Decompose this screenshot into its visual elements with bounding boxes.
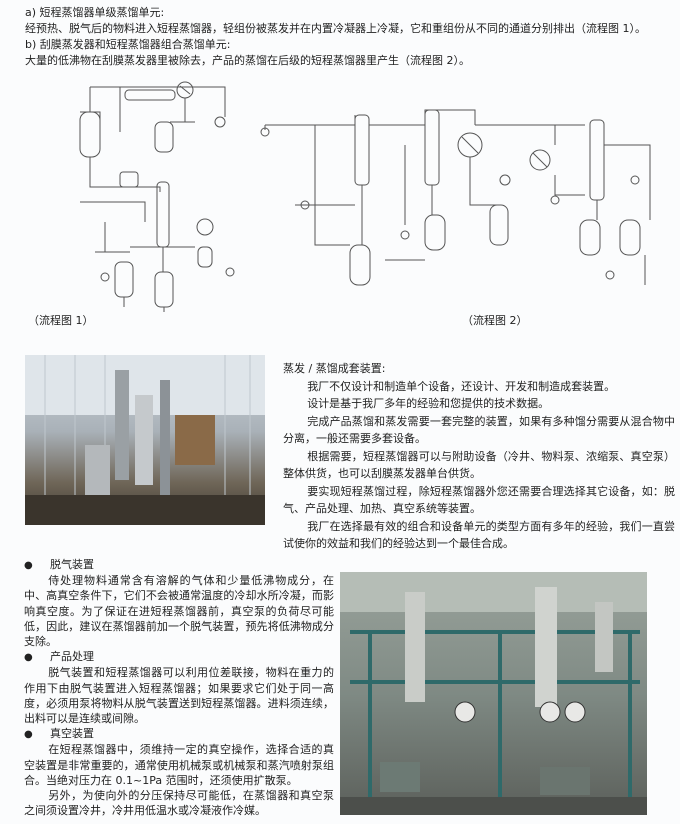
flow-diagram-1 xyxy=(79,81,235,312)
equipment-sections: 脱气装置 侍处理物料通常含有溶解的气体和少量低沸物成分，在中、高真空条件下，它们… xyxy=(24,557,334,818)
section-a-title: a) 短程蒸馏器单级蒸馏单元: xyxy=(25,6,165,19)
section-b-text: 大量的低沸物在刮膜蒸发器里被除去，产品的蒸馏在后级的短程蒸馏器里产生（流程图 2… xyxy=(25,54,470,67)
paragraph: 脱气装置和短程蒸馏器可以利用位差联接，物料在重力的作用下由脱气装置进入短程蒸馏器… xyxy=(24,666,334,726)
paragraph: 我厂不仅设计和制造单个设备，还设计、开发和制造成套装置。 xyxy=(307,379,616,393)
plant-photo-indoor xyxy=(25,355,265,525)
complete-set-title: 蒸发 / 蒸馏成套装置: xyxy=(283,362,386,375)
paragraph: 在短程蒸馏器中，须维持一定的真空操作，选择合适的真空装置是非常重要的，通常使用机… xyxy=(24,743,334,787)
section-b-title: b) 刮膜蒸发器和短程蒸馏器组合蒸馏单元: xyxy=(25,38,231,51)
degassing-title: 脱气装置 xyxy=(24,557,334,573)
caption-flow-1: （流程图 1） xyxy=(28,314,94,327)
section-a-text: 经预热、脱气后的物料进入短程蒸馏器，轻组份被蒸发并在内置冷凝器上冷凝，它和重组份… xyxy=(25,22,646,35)
paragraph: 完成产品蒸馏和蒸发需要一套完整的装置，如果有多种馏分需要从混合物中分离，一般还需… xyxy=(283,414,675,446)
paragraph: 要实现短程蒸馏过程，除短程蒸馏器外您还需要合理选择其它设备，如：脱气、产品处理、… xyxy=(283,484,675,516)
vacuum-title: 真空装置 xyxy=(24,726,334,742)
plant-photo-skid xyxy=(340,572,647,815)
product-treatment-title: 产品处理 xyxy=(24,649,334,665)
paragraph: 我厂在选择最有效的组合和设备单元的类型方面有多年的经验，我们一直尝试使你的效益和… xyxy=(283,519,675,551)
caption-flow-2: （流程图 2） xyxy=(462,314,528,327)
paragraph: 设计是基于我厂多年的经验和您提供的技术数据。 xyxy=(307,397,550,410)
flow-diagram-2 xyxy=(260,109,651,286)
paragraph: 侍处理物料通常含有溶解的气体和少量低沸物成分，在中、高真空条件下，它们不会被通常… xyxy=(24,574,334,649)
complete-set-section: 蒸发 / 蒸馏成套装置: 我厂不仅设计和制造单个设备，还设计、开发和制造成套装置… xyxy=(283,360,675,553)
paragraph: 另外，为使向外的分压保持尽可能低，在蒸馏器和真空泵之间须设置冷井，冷井用低温水或… xyxy=(24,789,334,818)
paragraph: 根据需要，短程蒸馏器可以与附助设备（冷井、物料泵、浓缩泵、真空泵）整体供货，也可… xyxy=(283,449,675,481)
